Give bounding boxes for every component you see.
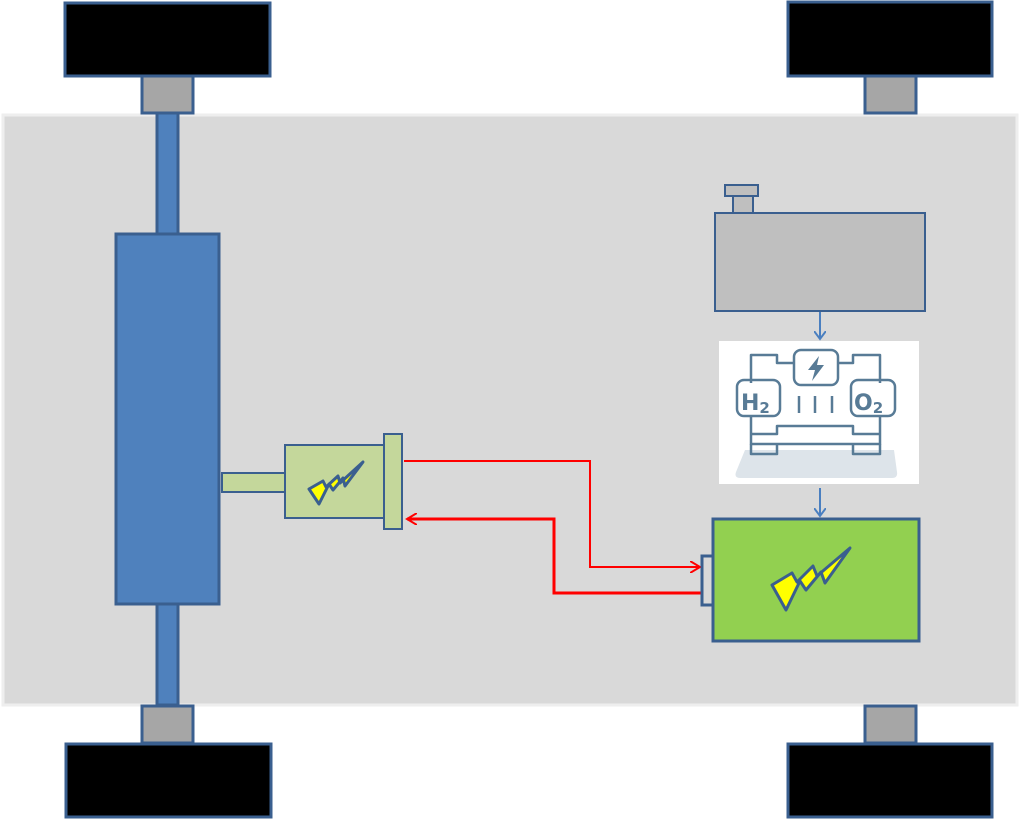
axle-shaft-top [155,111,180,236]
wheel-rear-left [64,742,273,819]
electric-motor [221,433,403,530]
o2-label: O2 [854,391,883,417]
fuel-cell-base [735,450,898,478]
motor-flange [383,433,403,530]
lightning-bolt-icon [307,460,365,506]
tank-body [714,212,926,312]
fuel-cell: H2 O2 [719,341,919,484]
wheels [63,0,994,819]
wheel-front-right [786,0,994,78]
hubs [140,74,918,745]
drive-axle-unit [114,232,221,606]
electricity-icon-box [792,348,840,387]
hydrogen-tank [714,184,926,312]
h2-label: H2 [741,391,770,417]
motor-shaft [221,472,286,493]
hub-front-left [140,74,195,115]
axle-shaft-bottom [155,602,180,707]
wheel-rear-right [786,742,994,819]
battery [700,517,921,643]
hub-front-right [863,74,918,115]
lightning-bolt-icon [770,546,852,612]
wheel-front-left [63,1,272,78]
power-line-to-battery [404,460,700,567]
hub-rear-left [140,704,195,745]
electricity-icon [808,356,824,381]
hub-rear-right [863,704,918,745]
tank-neck [732,195,754,214]
h2-box [735,378,782,418]
o2-box [849,378,897,418]
power-line-to-motor [407,519,702,595]
battery-terminal [700,554,715,607]
tank-cap-top [724,184,759,197]
